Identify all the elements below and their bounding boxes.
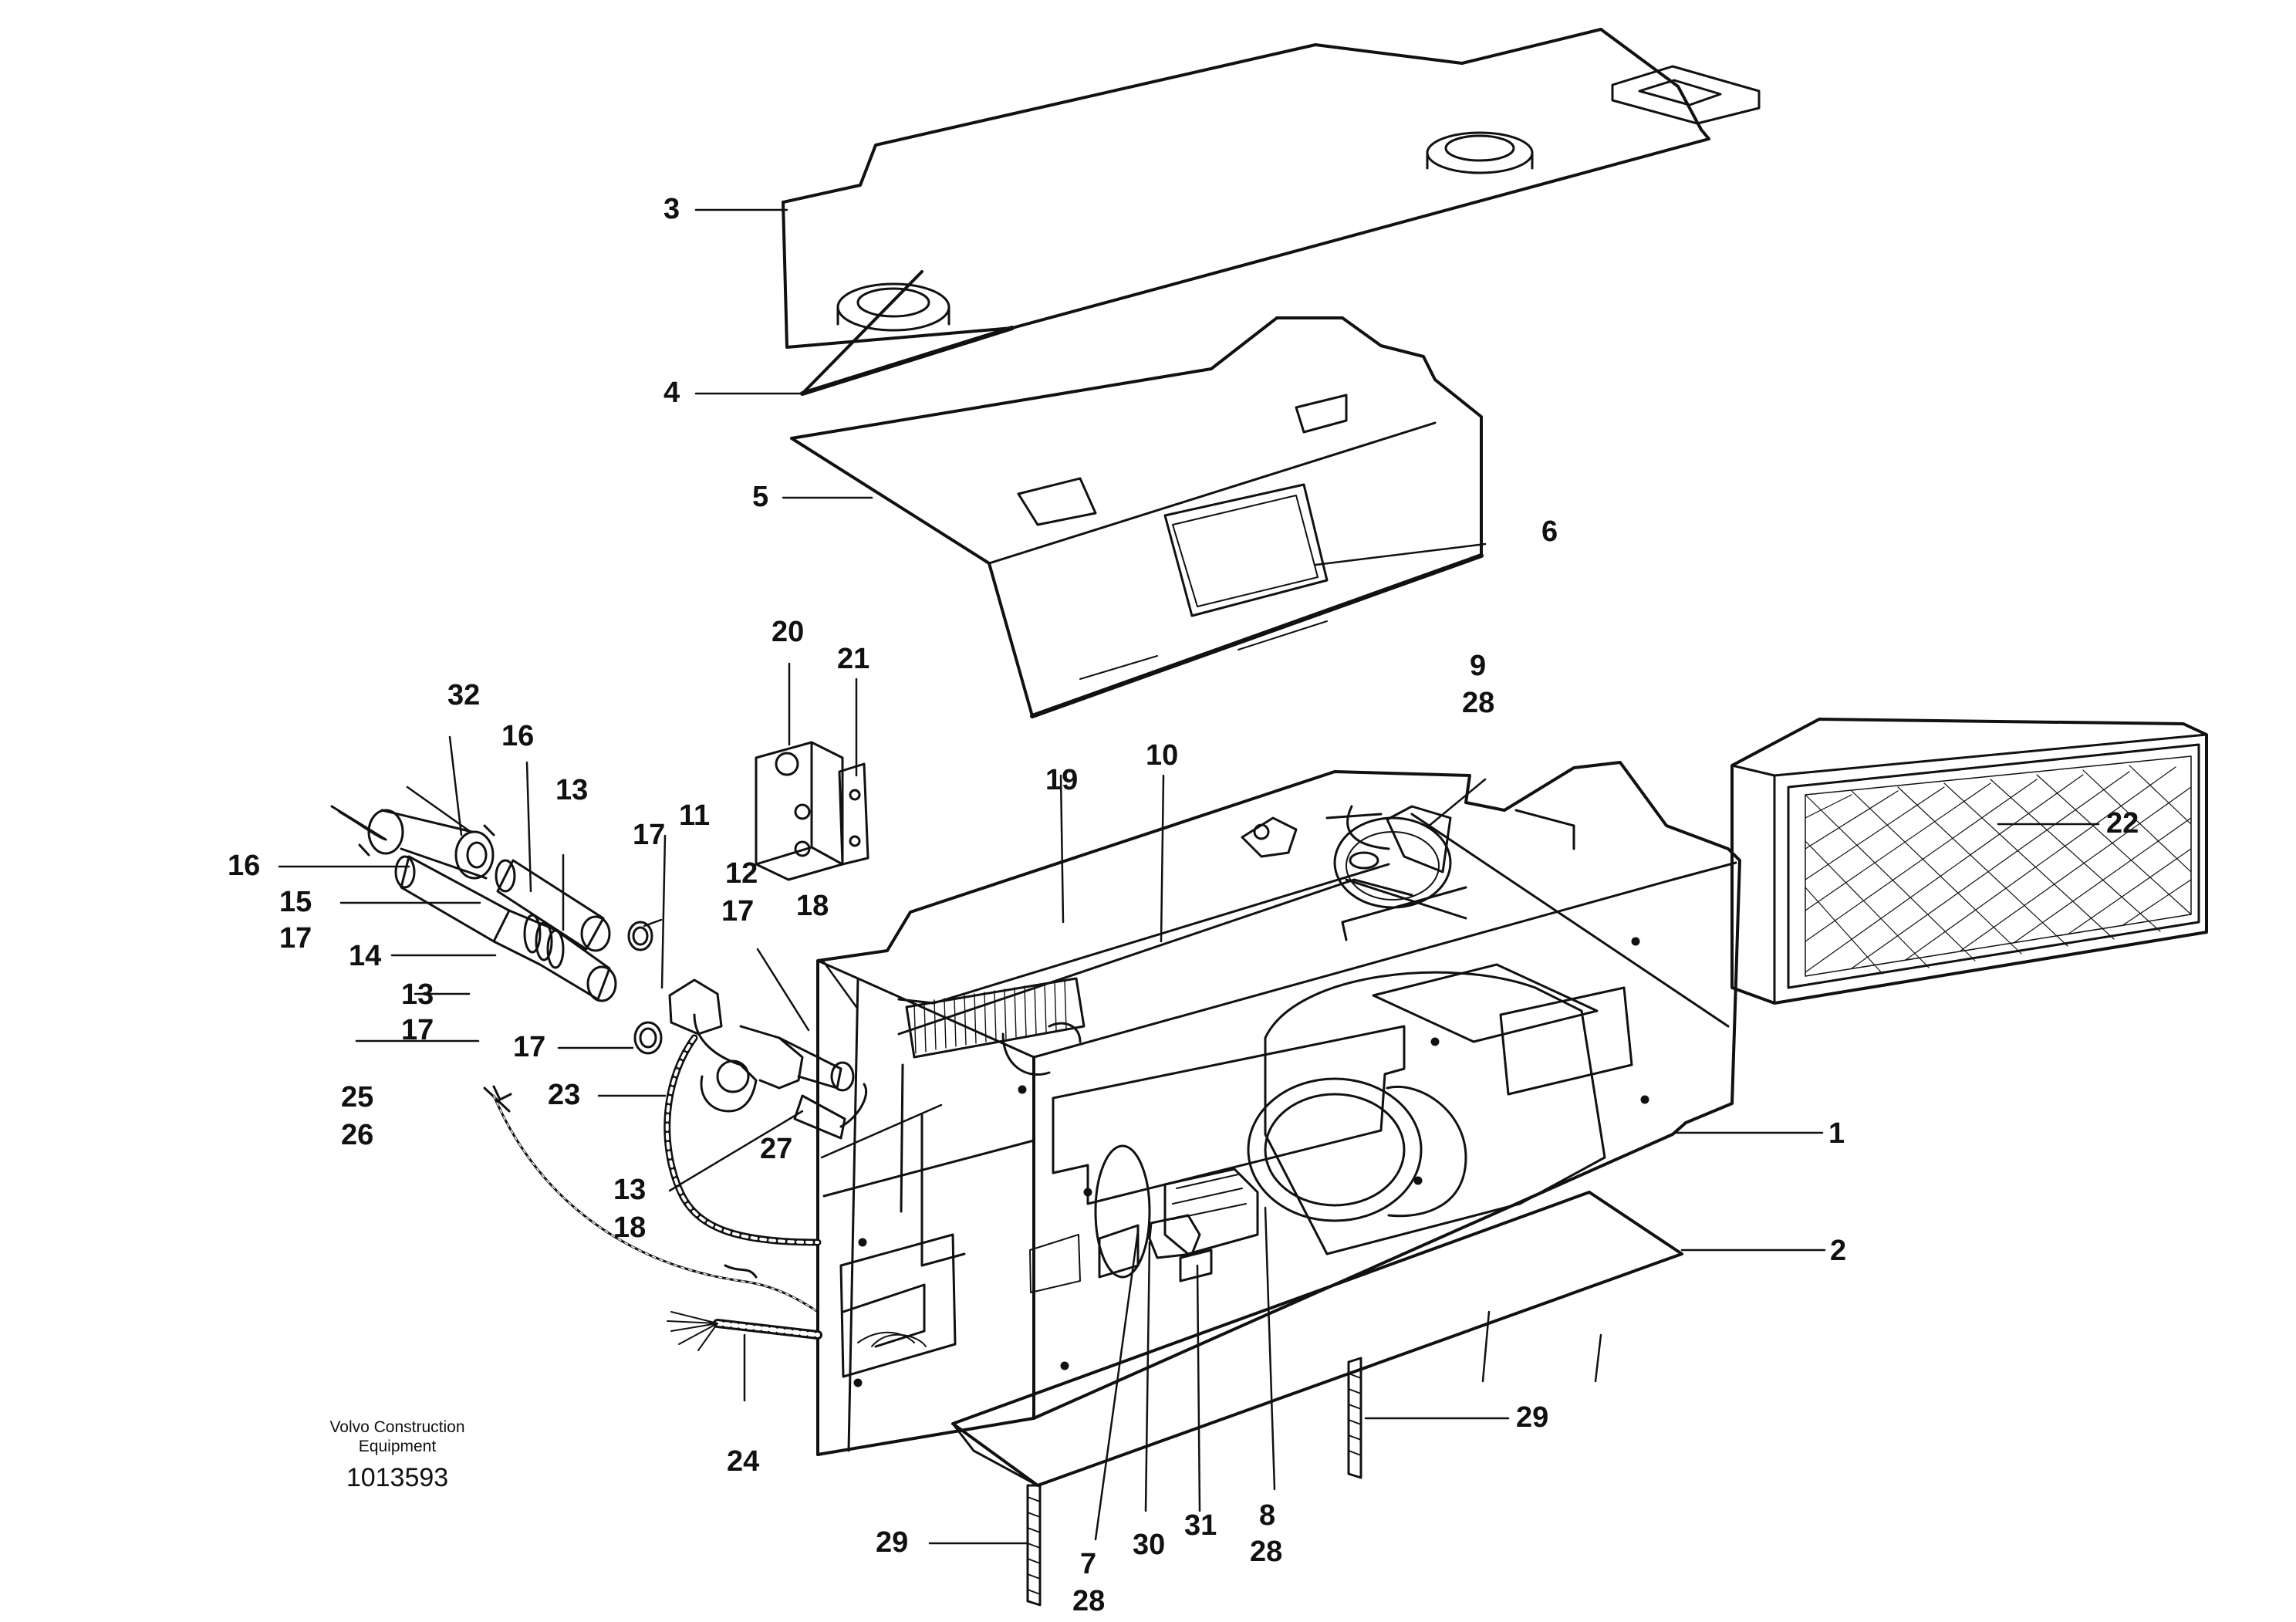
callout-3: 3 (663, 193, 680, 225)
main-heater-housing (816, 761, 1741, 1456)
callout-22: 22 (2106, 807, 2139, 840)
callout-6: 6 (1541, 515, 1558, 548)
image-number: 1013593 (346, 1463, 449, 1493)
callout-17-low: 17 (513, 1031, 546, 1063)
callout-8: 8 (1259, 1499, 1276, 1532)
bottom-plate (951, 1191, 1683, 1487)
callout-9: 9 (1470, 650, 1487, 682)
brand-line-2: Equipment (358, 1438, 437, 1456)
callout-27: 27 (760, 1133, 793, 1165)
callout-10: 10 (1146, 739, 1179, 772)
callout-13-mid-17: 17 (401, 1014, 434, 1046)
callout-7: 7 (1080, 1548, 1097, 1580)
callout-21: 21 (837, 643, 870, 675)
callout-leader-lines (278, 208, 2100, 1545)
callout-20: 20 (772, 616, 805, 648)
callout-18: 18 (796, 890, 829, 922)
callout-31: 31 (1184, 1509, 1217, 1542)
callout-4: 4 (663, 377, 680, 409)
callout-2: 2 (1830, 1235, 1847, 1267)
top-cover-panel (782, 28, 1761, 396)
valve-block (755, 741, 869, 881)
callout-13-low: 13 (613, 1174, 647, 1206)
callout-5: 5 (752, 481, 769, 513)
hoses-and-clamps (330, 805, 663, 1113)
callout-24: 24 (727, 1445, 760, 1478)
callout-1: 1 (1828, 1117, 1845, 1150)
callout-16-left: 16 (228, 850, 261, 882)
callout-7-28: 28 (1072, 1585, 1106, 1617)
callout-8-28: 28 (1250, 1536, 1283, 1568)
callout-32: 32 (447, 679, 481, 711)
callout-29-right: 29 (1516, 1401, 1549, 1434)
callout-13-low-18: 18 (613, 1211, 647, 1244)
callout-11: 11 (679, 799, 711, 832)
brand-line-1: Volvo Construction (329, 1418, 465, 1436)
callout-19: 19 (1045, 764, 1079, 796)
callout-30: 30 (1133, 1529, 1166, 1561)
callout-25: 25 (341, 1081, 374, 1113)
callout-9-28: 28 (1462, 687, 1495, 719)
callout-15: 15 (279, 886, 312, 918)
callout-17-top: 17 (633, 819, 666, 851)
air-filter (1730, 718, 2208, 1005)
callout-16-top: 16 (501, 720, 535, 752)
water-valve-and-wiring (492, 978, 927, 1351)
callout-26: 26 (341, 1119, 374, 1151)
upper-housing-lid (790, 316, 1484, 718)
callout-12: 12 (725, 857, 758, 890)
callout-14: 14 (349, 940, 382, 972)
callout-15-17: 17 (279, 922, 312, 955)
callout-13-mid: 13 (401, 978, 434, 1011)
callout-12-17: 17 (721, 895, 755, 928)
callout-29-left: 29 (876, 1526, 909, 1559)
callout-23: 23 (548, 1079, 581, 1111)
mounting-studs (1026, 1357, 1362, 1607)
manufacturer-footer: Volvo Construction Equipment 1013593 (309, 1418, 486, 1494)
callout-13-top: 13 (555, 774, 589, 806)
